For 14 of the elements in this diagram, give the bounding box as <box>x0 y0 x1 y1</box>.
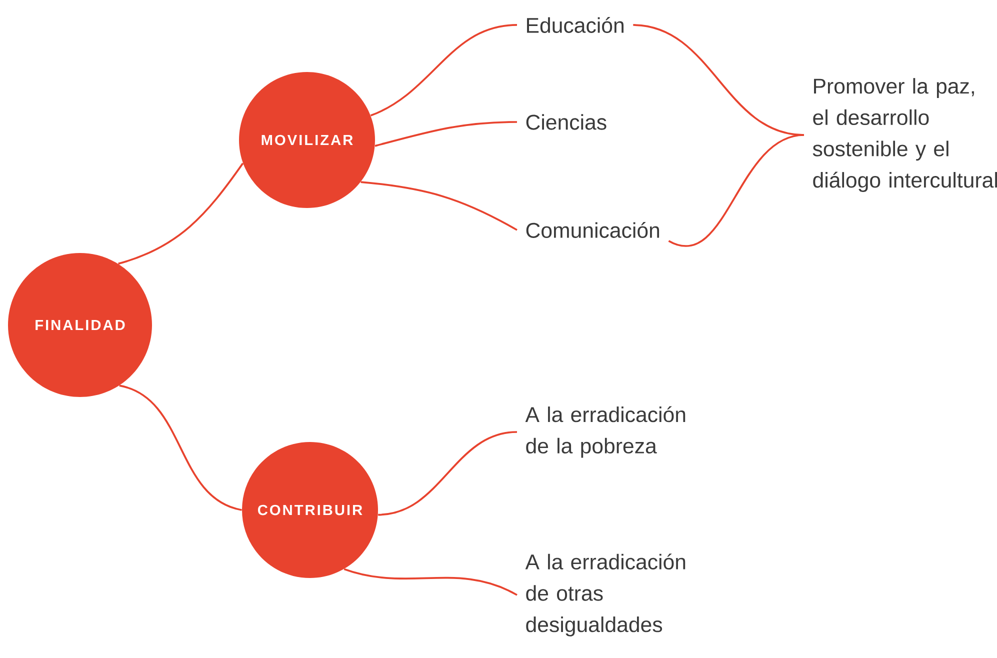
connector-curve <box>360 181 518 231</box>
branch-text: Promover la paz, el desarrollo sostenible y el diálogo intercultural <box>812 78 997 192</box>
branch-text: Educación <box>527 17 624 33</box>
connector-curve <box>119 384 242 511</box>
connector-curve <box>344 568 518 596</box>
connector-curve <box>378 431 518 516</box>
branch-text: Comunicación <box>526 222 660 238</box>
branch-text: A la erradicación de la pobreza <box>525 406 686 458</box>
connector-curve <box>118 162 244 265</box>
connector-curve <box>668 134 804 247</box>
connector-curve <box>374 121 518 147</box>
branch-text: Ciencias <box>526 114 606 130</box>
branch-text: A la erradicación de otras desigualdades <box>525 554 686 636</box>
connector-curve <box>370 24 518 116</box>
